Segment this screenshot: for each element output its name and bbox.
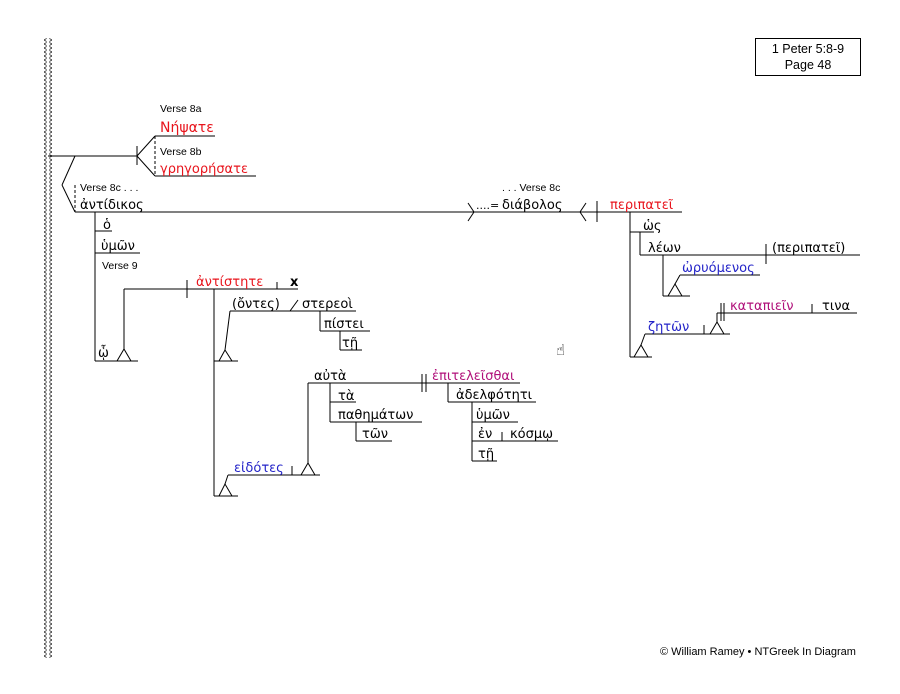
word-nepsate: Νήψατε xyxy=(160,120,214,136)
word-kosmo: κόσμῳ xyxy=(510,427,553,442)
connector-upper xyxy=(61,155,76,186)
eidotes-pedestal xyxy=(300,462,316,476)
predicate-adjective-slash xyxy=(289,299,299,312)
apposition-open-bottom xyxy=(467,211,475,222)
eidotes-base-stem xyxy=(224,474,229,485)
copyright-notice: © William Ramey • NTGreek In Diagram xyxy=(660,646,856,658)
katapiein-pedestal xyxy=(709,321,725,335)
word-pistei: πίστει xyxy=(324,317,364,332)
word-eidotes: εἰδότες xyxy=(234,461,284,476)
word-adelphoteti: ἀδελφότητι xyxy=(456,388,532,403)
apposition-marker: ....= xyxy=(476,199,499,212)
zeton-pedestal xyxy=(633,344,649,358)
word-ta: τὰ xyxy=(338,389,354,404)
word-hoi: ᾧ xyxy=(98,346,109,361)
reference-page: Page 48 xyxy=(784,58,832,72)
word-leon: λέων xyxy=(648,241,681,256)
word-te-2: τῇ xyxy=(478,447,494,462)
word-ton: τῶν xyxy=(362,427,388,442)
relative-pedestal xyxy=(116,348,132,362)
word-hymon-2: ὑμῶν xyxy=(476,408,510,423)
word-peripatei: περιπατεῖ xyxy=(610,198,674,213)
word-hos: ὡς xyxy=(643,219,662,234)
apposition-close-top xyxy=(579,202,587,213)
word-antistete: ἀντίστητε xyxy=(196,275,263,290)
word-ontes: (ὄντες) xyxy=(232,297,280,312)
word-hymon-1: ὑμῶν xyxy=(101,239,135,254)
reference-passage: 1 Peter 5:8-9 xyxy=(771,42,845,56)
zeton-pedestal-stem xyxy=(640,333,646,346)
word-auta: αὐτὰ xyxy=(314,369,347,384)
word-peripatei-implied: (περιπατεῖ) xyxy=(772,241,845,256)
reference-box: 1 Peter 5:8-9 Page 48 xyxy=(755,38,861,76)
word-stereoi: στερεοὶ xyxy=(302,297,353,312)
connector-lower xyxy=(61,184,76,213)
hand-cursor-icon: ☝ xyxy=(556,341,566,359)
eidotes-base-pedestal xyxy=(218,482,233,497)
ontes-pedestal-stem xyxy=(224,310,231,351)
label-verse-9: Verse 9 xyxy=(102,260,138,272)
label-verse-8a: Verse 8a xyxy=(160,103,202,115)
word-antidikos: ἀντίδικος xyxy=(80,198,144,213)
oruomenos-pedestal-stem xyxy=(674,274,681,285)
word-x: x xyxy=(290,275,299,290)
word-pathematon: παθημάτων xyxy=(338,408,413,423)
word-gregoresate: γρηγορήσατε xyxy=(160,162,248,177)
word-en: ἐν xyxy=(478,427,492,442)
compound-fork-bottom xyxy=(136,155,156,177)
word-katapiein: καταπιεῖν xyxy=(730,299,794,314)
compound-fork-top xyxy=(136,135,156,157)
word-epiteleisthai: ἐπιτελεῖσθαι xyxy=(432,369,514,384)
label-verse-8c: Verse 8c . . . xyxy=(80,182,138,194)
word-zeton: ζητῶν xyxy=(648,320,689,335)
word-tina: τινα xyxy=(822,299,850,314)
word-ho: ὁ xyxy=(103,218,111,233)
label-verse-8c-cont: . . . Verse 8c xyxy=(502,182,560,194)
apposition-close-bottom xyxy=(579,211,587,222)
ontes-pedestal xyxy=(218,349,233,362)
label-verse-8b: Verse 8b xyxy=(160,146,202,158)
word-te-1: τῇ xyxy=(342,336,358,351)
word-oruomenos: ὠρυόμενος xyxy=(682,261,755,276)
diagram-lines xyxy=(48,135,860,497)
word-diabolos: διάβολος xyxy=(502,198,562,213)
oruomenos-pedestal xyxy=(667,283,683,297)
apposition-open-top xyxy=(467,202,475,213)
left-chain-border xyxy=(44,38,52,658)
